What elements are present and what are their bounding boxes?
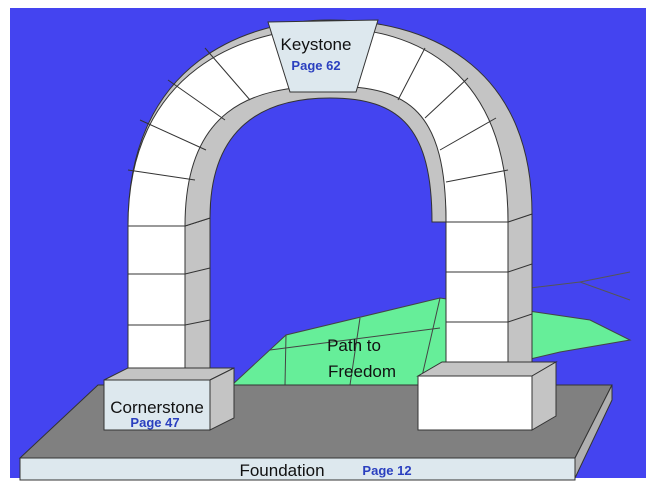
path-label-line1: Path to [327,336,381,355]
right-base-block [418,362,556,430]
cornerstone-page-ref: Page 47 [130,415,179,430]
path-label-line2: Freedom [328,362,396,381]
right-pillar [446,214,532,372]
keystone-page-ref: Page 62 [291,58,340,73]
left-pillar [128,218,210,380]
keystone-label: Keystone [281,35,352,54]
foundation-label: Foundation [239,461,324,480]
foundation-page-ref: Page 12 [362,463,411,478]
